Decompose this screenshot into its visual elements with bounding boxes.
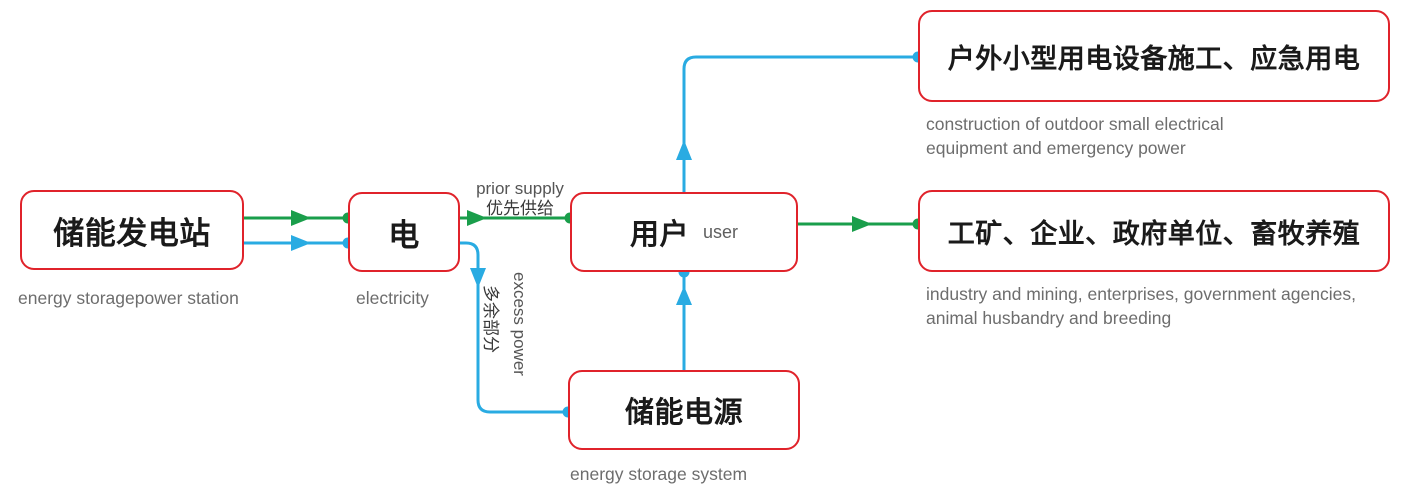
node-sublabel-user: user [703, 221, 739, 242]
caption-outdoor-equipment: construction of outdoor small electrical… [926, 114, 1224, 159]
node-electricity[interactable]: 电 [348, 192, 460, 272]
caption-industry-enterprises: industry and mining, enterprises, govern… [926, 284, 1356, 329]
caption-electricity: electricity [356, 288, 429, 308]
edge-label-prior-supply-en: prior supply [476, 179, 564, 198]
edge-user-to-industry-green [798, 216, 924, 232]
node-label-user: 用户 [629, 219, 689, 251]
caption-storage-power-station: energy storagepower station [18, 288, 239, 308]
node-label-electricity: 电 [388, 217, 420, 253]
node-label-industry-enterprises: 工矿、企业、政府单位、畜牧养殖 [947, 218, 1361, 249]
edge-station-to-electricity-green [244, 210, 354, 226]
caption-energy-storage-system: energy storage system [570, 464, 748, 484]
node-storage-power-station[interactable]: 储能发电站 [20, 190, 244, 270]
node-industry-enterprises[interactable]: 工矿、企业、政府单位、畜牧养殖 [918, 190, 1390, 272]
node-label-outdoor-equipment: 户外小型用电设备施工、应急用电 [947, 43, 1361, 74]
edge-ess-to-user-blue [676, 266, 692, 370]
edge-label-prior-supply-zh: 优先供给 [486, 199, 554, 218]
edge-label-excess-power-en: excess power [510, 272, 529, 376]
node-energy-storage-system[interactable]: 储能电源 [568, 370, 800, 450]
edge-user-to-outdoor-blue [676, 51, 924, 192]
edge-label-excess-power-zh: 多余部分 [481, 285, 500, 353]
node-user[interactable]: 用户 user [570, 192, 798, 272]
node-label-storage-power-station: 储能发电站 [53, 215, 211, 251]
node-label-energy-storage-system: 储能电源 [624, 397, 743, 429]
edge-station-to-electricity-blue [244, 235, 354, 251]
node-outdoor-equipment[interactable]: 户外小型用电设备施工、应急用电 [918, 10, 1390, 102]
